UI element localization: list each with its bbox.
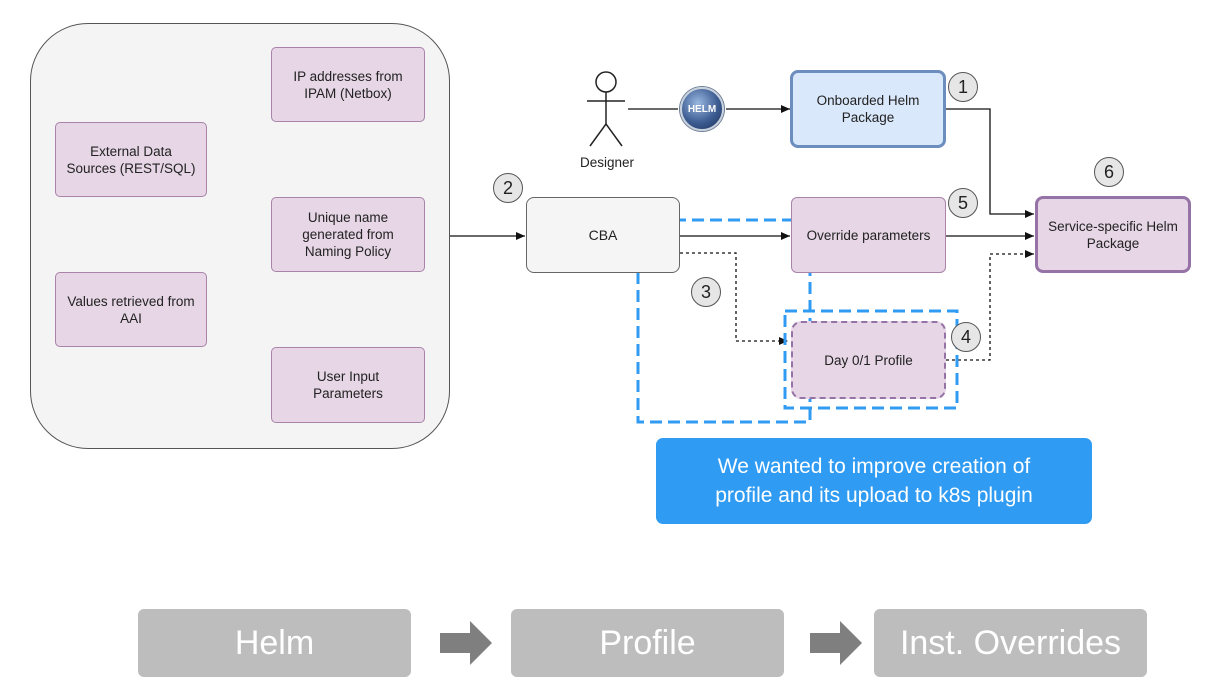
step-marker-5: 5 bbox=[948, 188, 978, 218]
helm-badge-icon: HELM bbox=[680, 87, 724, 131]
designer-figure bbox=[587, 71, 625, 147]
aai-source-box: Values retrieved from AAI bbox=[55, 272, 207, 347]
pipeline-step-profile: Profile bbox=[511, 609, 784, 677]
naming-policy-source-box: Unique name generated from Naming Policy bbox=[271, 197, 425, 272]
designer-label: Designer bbox=[579, 155, 635, 170]
ipam-source-box: IP addresses from IPAM (Netbox) bbox=[271, 47, 425, 122]
user-input-source-box: User Input Parameters bbox=[271, 347, 425, 423]
improvement-callout: We wanted to improve creation of profile… bbox=[656, 438, 1092, 524]
step-marker-4: 4 bbox=[951, 322, 981, 352]
day01-profile-node: Day 0/1 Profile bbox=[791, 321, 946, 399]
external-data-source-box: External Data Sources (REST/SQL) bbox=[55, 122, 207, 197]
service-specific-helm-package-node: Service-specific Helm Package bbox=[1035, 196, 1191, 273]
highlight-profile-region bbox=[783, 309, 959, 410]
pipeline-step-helm: Helm bbox=[138, 609, 411, 677]
step-marker-1: 1 bbox=[948, 72, 978, 102]
day01-to-service-arrow bbox=[946, 250, 1034, 361]
onboarded-helm-package-node: Onboarded Helm Package bbox=[790, 70, 946, 148]
override-parameters-node: Override parameters bbox=[791, 197, 946, 273]
step-marker-2: 2 bbox=[493, 173, 523, 203]
step-marker-6: 6 bbox=[1094, 157, 1124, 187]
pipeline-step-inst-overrides: Inst. Overrides bbox=[874, 609, 1147, 677]
onboarded-to-service-arrow bbox=[946, 108, 1034, 218]
pipeline-arrow-1 bbox=[440, 621, 492, 665]
cba-to-day01-arrow bbox=[680, 252, 788, 345]
step-marker-3: 3 bbox=[691, 277, 721, 307]
pipeline-arrow-2 bbox=[810, 621, 862, 665]
cba-node: CBA bbox=[526, 197, 680, 273]
